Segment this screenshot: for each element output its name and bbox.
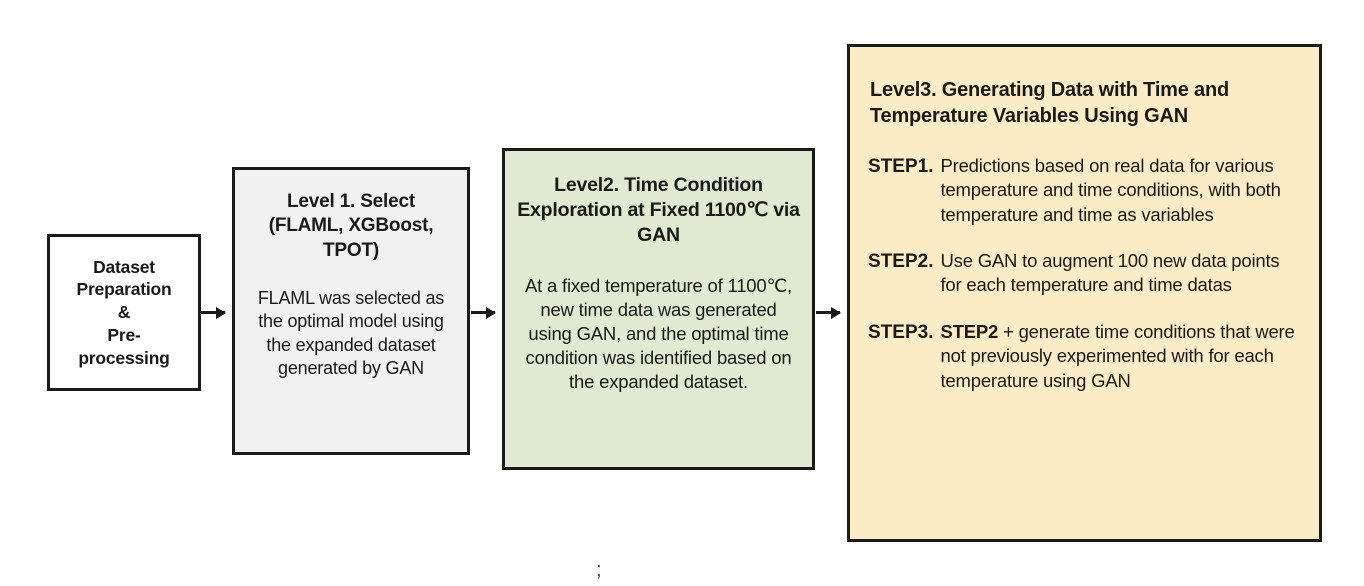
step-item-2: STEP2. Use GAN to augment 100 new data p… xyxy=(868,249,1305,298)
step-text-3-rest: + generate time conditions that were not… xyxy=(940,320,1295,391)
step-item-1: STEP1. Predictions based on real data fo… xyxy=(868,154,1305,227)
step-item-3: STEP3. STEP2 + generate time conditions … xyxy=(868,320,1305,393)
step-label-3: STEP3. xyxy=(868,321,934,343)
node-level2-title: Level2. Time Condition Exploration at Fi… xyxy=(517,174,800,246)
node-level2-body: At a fixed temperature of 1100℃, new tim… xyxy=(524,274,793,393)
node-level1: Level 1. Select (FLAML, XGBoost, TPOT) F… xyxy=(232,167,470,455)
step-text-3-reference: STEP2 xyxy=(940,320,999,342)
node-level3: Level3. Generating Data with Time and Te… xyxy=(847,44,1322,542)
node-level1-title: Level 1. Select (FLAML, XGBoost, TPOT) xyxy=(268,191,434,261)
node-level3-step-list: STEP1. Predictions based on real data fo… xyxy=(868,154,1305,415)
arrow-level2-to-level3 xyxy=(816,311,840,314)
step-text-3: STEP2 + generate time conditions that we… xyxy=(940,320,1305,393)
step-label-2: STEP2. xyxy=(868,251,934,272)
node-dataset-preparation: Dataset Preparation & Pre- processing xyxy=(47,234,201,391)
step-text-1: Predictions based on real data for vario… xyxy=(940,154,1281,225)
node-level2: Level2. Time Condition Exploration at Fi… xyxy=(502,148,815,470)
node-level3-title: Level3. Generating Data with Time and Te… xyxy=(870,79,1229,128)
scan-artifact-mark: ; xyxy=(596,559,602,581)
node-level1-body: FLAML was selected as the optimal model … xyxy=(257,287,445,379)
step-label-1: STEP1. xyxy=(868,155,934,177)
node-dataset-preparation-title: Dataset Preparation & Pre- processing xyxy=(76,256,172,368)
step-text-2: Use GAN to augment 100 new data points f… xyxy=(940,250,1280,296)
arrow-level1-to-level2 xyxy=(471,311,495,314)
arrow-dataset-to-level1 xyxy=(201,311,225,314)
